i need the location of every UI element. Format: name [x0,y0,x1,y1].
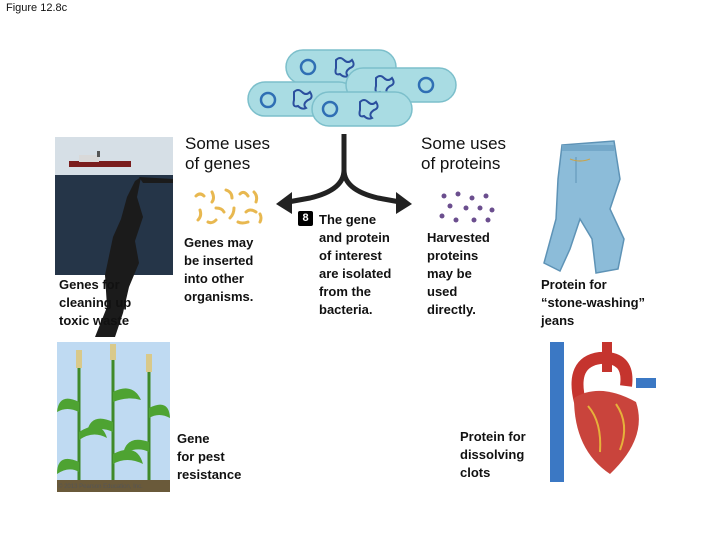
step-number-badge: 8 [298,211,313,226]
protein-dots-icon [439,191,495,223]
oil-spill-image [55,137,173,337]
copyright-text: © 2013 Pearson Education, Inc. [58,484,143,490]
corn-plants-image [57,342,170,492]
arrow-left-head [276,192,292,214]
jeans-caption: Protein for “stone-washing” jeans [541,277,646,328]
gene-fragments-icon [194,188,263,225]
heading-uses-of-proteins: Some uses of proteins [421,134,507,173]
branch-arrows [276,134,412,214]
pest-resistance-caption: Gene for pest resistance [177,431,242,482]
step-description: The gene and protein of interest are iso… [319,212,392,317]
clots-caption: Protein for dissolving clots [460,429,526,480]
arrow-right-head [396,192,412,214]
bacterium-4 [311,91,413,127]
jeans-image [540,139,656,274]
figure-label: Figure 12.8c [6,2,68,14]
toxic-waste-caption: Genes for cleaning up toxic waste [59,277,132,328]
heart-image [540,342,656,482]
heading-uses-of-genes: Some uses of genes [185,134,271,173]
bacteria-cluster [247,49,457,127]
genes-inserted-text: Genes may be inserted into other organis… [184,235,254,304]
proteins-harvested-text: Harvested proteins may be used directly. [427,230,490,317]
